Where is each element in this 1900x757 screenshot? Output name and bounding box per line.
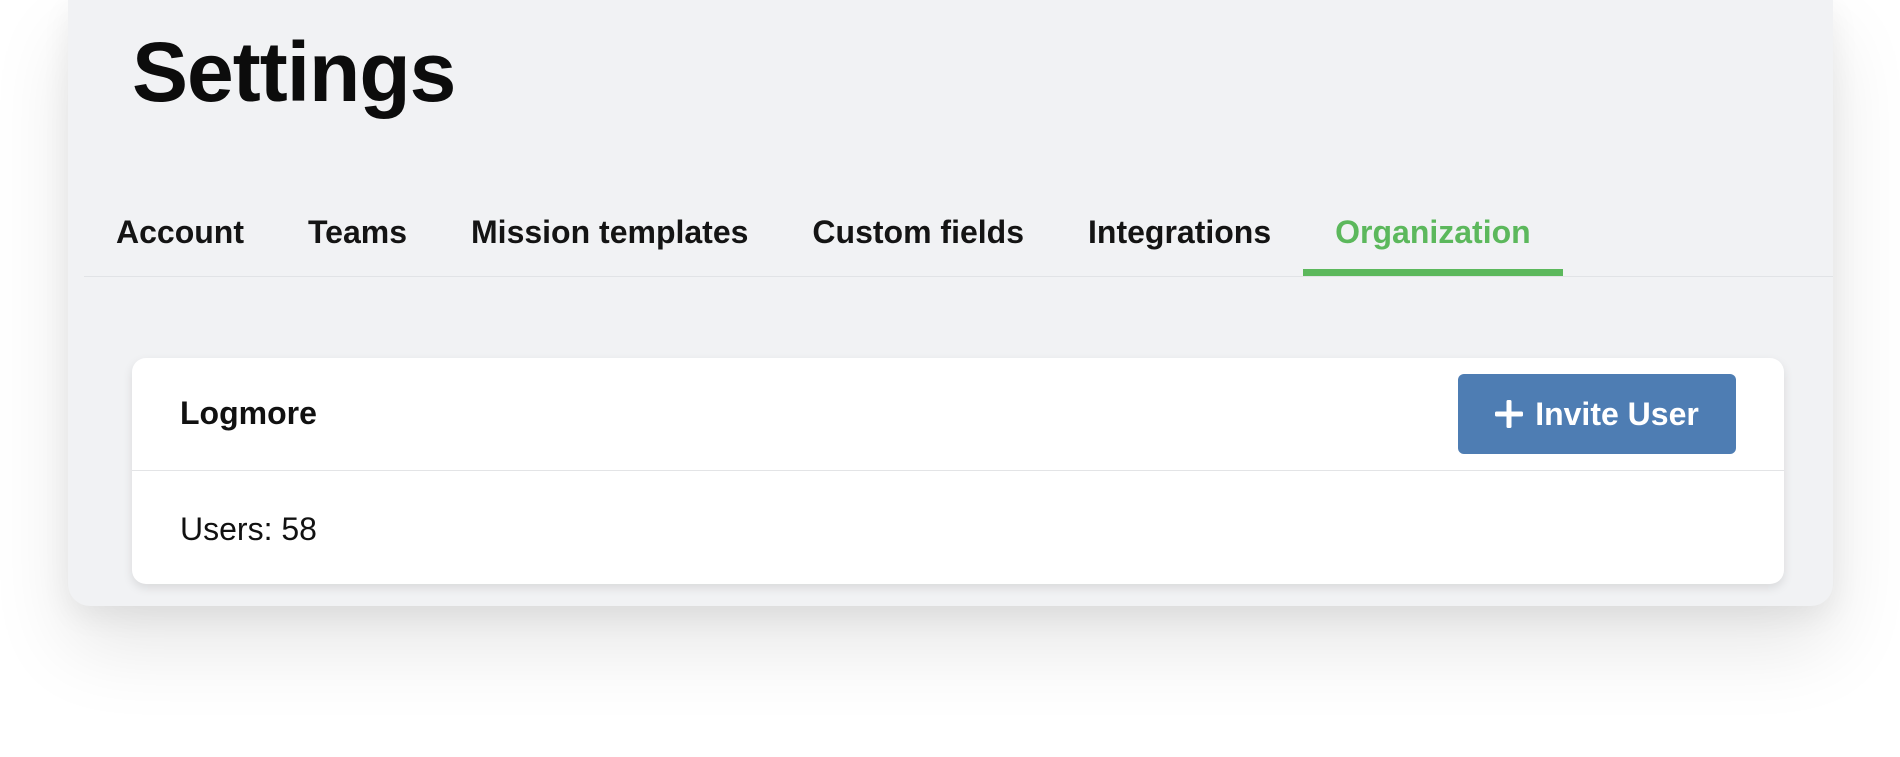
plus-icon [1495, 400, 1524, 428]
settings-tabs: Account Teams Mission templates Custom f… [84, 196, 1833, 277]
tab-integrations[interactable]: Integrations [1088, 214, 1272, 250]
invite-user-label: Invite User [1535, 395, 1699, 432]
settings-window: Settings Account Teams Mission templates… [68, 0, 1833, 606]
users-count: Users: 58 [180, 511, 317, 547]
tab-custom-fields[interactable]: Custom fields [812, 214, 1024, 250]
invite-user-button[interactable]: Invite User [1458, 374, 1736, 454]
organization-card-body: Users: 58 [132, 471, 1784, 584]
page-title: Settings [132, 25, 456, 119]
organization-card-header: Logmore Invite User [132, 358, 1784, 471]
tab-teams[interactable]: Teams [308, 214, 408, 250]
tab-organization[interactable]: Organization [1303, 196, 1563, 276]
organization-name: Logmore [180, 395, 317, 431]
tab-account[interactable]: Account [116, 214, 244, 250]
tab-mission-templates[interactable]: Mission templates [471, 214, 749, 250]
organization-card: Logmore Invite User Users: 58 [132, 358, 1784, 584]
